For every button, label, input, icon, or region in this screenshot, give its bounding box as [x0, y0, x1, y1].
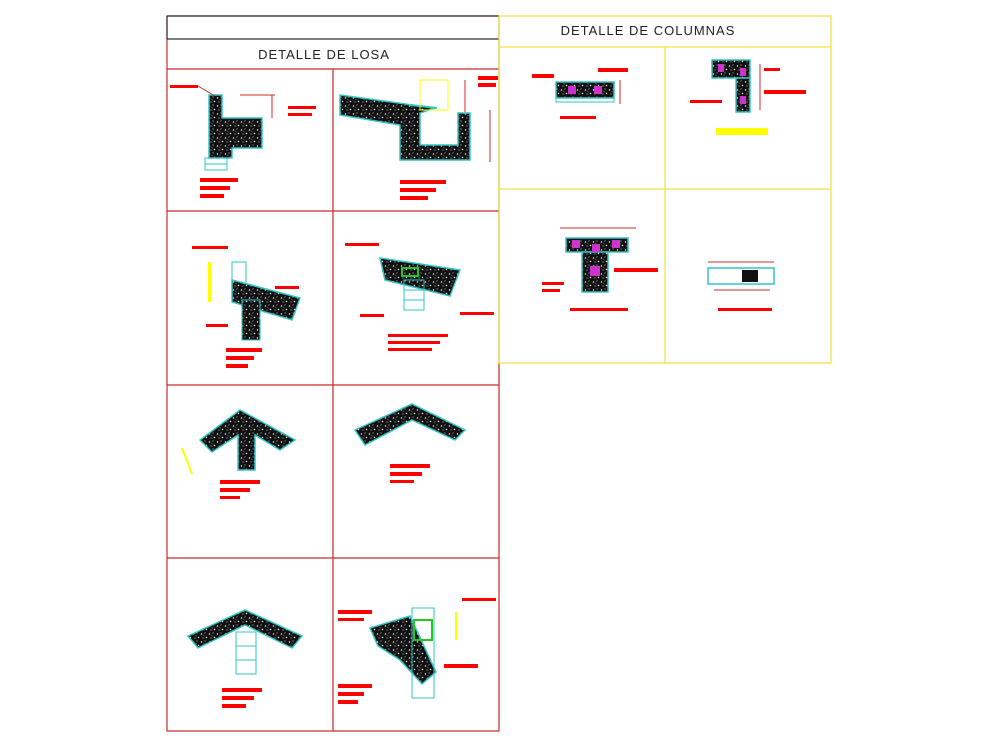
losa-detail-8: [338, 598, 496, 704]
losa-frame: [166, 15, 500, 732]
losa-detail-4: [345, 243, 494, 351]
losa-detail-3: [192, 246, 301, 368]
losa-title: DETALLE DE LOSA: [258, 47, 390, 62]
columnas-title: DETALLE DE COLUMNAS: [561, 23, 736, 38]
columna-detail-3: [542, 227, 658, 311]
losa-detail-5: [181, 409, 297, 499]
losa-detail-6: [353, 403, 467, 483]
losa-detail-2: [339, 76, 498, 200]
columna-detail-4: [707, 261, 775, 311]
losa-detail-1: [170, 85, 316, 198]
columna-detail-1: [532, 68, 628, 119]
columnas-frame: [498, 15, 832, 364]
losa-detail-7: [186, 609, 304, 708]
columna-detail-2: [690, 59, 806, 135]
